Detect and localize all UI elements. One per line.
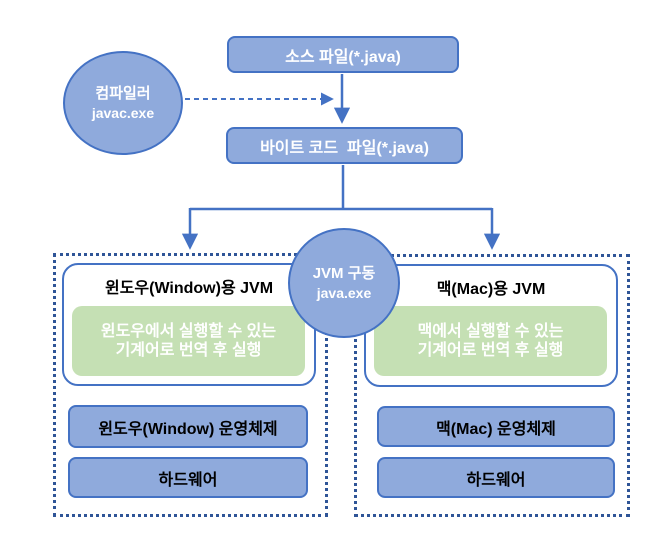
compiler-circle-line1: 컴파일러 xyxy=(95,85,151,103)
windows-platform-zone xyxy=(53,253,328,517)
compiler-circle: 컴파일러 javac.exe xyxy=(63,51,183,155)
source-file-label: 소스 파일(*.java) xyxy=(285,48,401,66)
windows-hardware-label: 하드웨어 xyxy=(158,471,218,489)
windows-translate-note-line1: 윈도우에서 실행할 수 있는 xyxy=(100,322,277,340)
branch-connector xyxy=(190,165,492,211)
mac-translate-note: 맥에서 실행할 수 있는 기계어로 번역 후 실행 xyxy=(374,306,607,376)
windows-os-box: 윈도우(Window) 운영체제 xyxy=(68,405,308,448)
mac-translate-note-line1: 맥에서 실행할 수 있는 xyxy=(417,322,564,340)
mac-os-box: 맥(Mac) 운영체제 xyxy=(377,406,615,447)
bytecode-file-label: 바이트 코드 파일(*.java) xyxy=(260,139,429,157)
source-file-box: 소스 파일(*.java) xyxy=(227,36,459,73)
windows-os-label: 윈도우(Window) 운영체제 xyxy=(98,420,278,438)
jvm-run-circle: JVM 구동 java.exe xyxy=(288,228,400,338)
mac-hardware-label: 하드웨어 xyxy=(466,471,526,489)
mac-platform-zone xyxy=(354,254,630,517)
windows-jvm-title: 윈도우(Window)용 JVM xyxy=(104,280,274,297)
mac-translate-note-line2: 기계어로 번역 후 실행 xyxy=(417,342,564,359)
mac-os-label: 맥(Mac) 운영체제 xyxy=(436,420,556,438)
compiler-circle-line2: javac.exe xyxy=(91,104,155,121)
mac-hardware-box: 하드웨어 xyxy=(377,457,615,498)
jvm-run-circle-line2: java.exe xyxy=(316,284,372,301)
bytecode-file-box: 바이트 코드 파일(*.java) xyxy=(226,127,463,164)
jvm-run-circle-line1: JVM 구동 xyxy=(312,265,376,283)
windows-translate-note: 윈도우에서 실행할 수 있는 기계어로 번역 후 실행 xyxy=(72,306,305,376)
mac-jvm-title: 맥(Mac)용 JVM xyxy=(436,281,546,298)
windows-hardware-box: 하드웨어 xyxy=(68,457,308,498)
windows-translate-note-line2: 기계어로 번역 후 실행 xyxy=(115,342,262,359)
